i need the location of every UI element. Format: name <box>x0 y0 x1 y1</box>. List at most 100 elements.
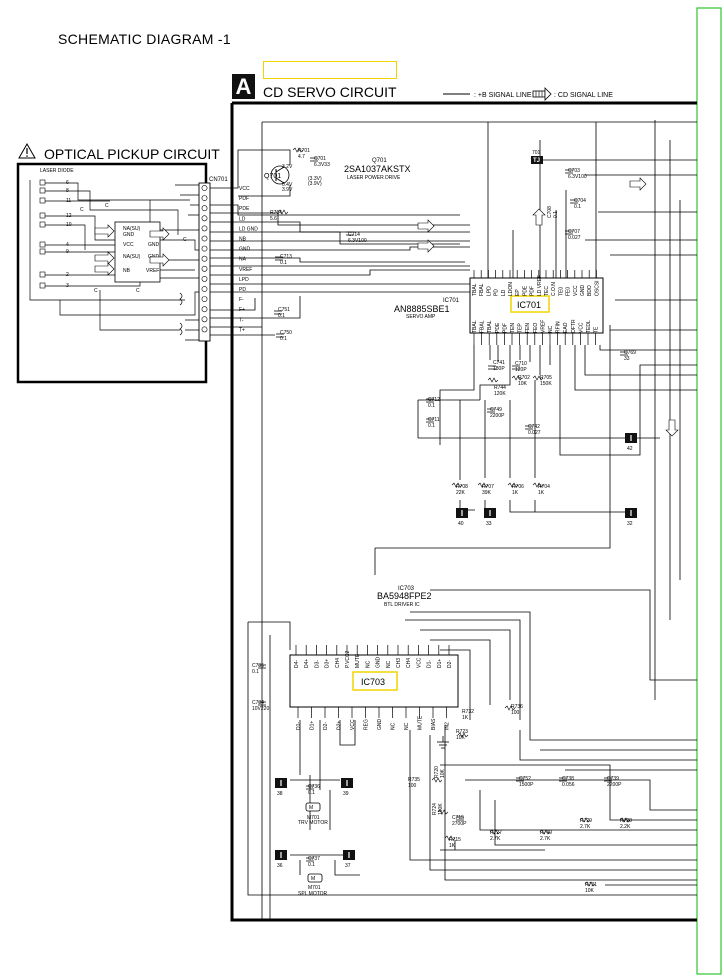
terminal-number: 40 <box>458 521 464 527</box>
connector-label: CN701 <box>209 177 228 183</box>
connector-pin-label: VREF <box>239 267 252 273</box>
component-value: 120P <box>515 367 527 373</box>
connector-pin-label: F- <box>239 297 244 303</box>
transistor-q701: Q701 3.2V 0.4V 3.9V (3.3V) (3.9V) Q701 2… <box>264 158 411 193</box>
ic703-pin-label: D2+ <box>337 721 343 730</box>
ic703-pin-label: IN2 <box>445 722 451 730</box>
q701-ref-2: Q701 <box>372 158 387 164</box>
component-value: 1K <box>462 715 469 721</box>
component-value: 0.1 <box>553 211 559 218</box>
ic701-pin-label: OFTR <box>571 319 577 333</box>
resistor-icon <box>579 817 591 823</box>
resistor-icon <box>444 835 456 841</box>
component-ref: C703 <box>568 168 580 174</box>
ic703-pin-label: GND <box>376 657 382 669</box>
component-ref: R715 <box>449 837 461 843</box>
component-ref: C739 <box>607 776 619 782</box>
resistor-icon <box>532 375 544 381</box>
component-value: 5.6 <box>270 216 277 222</box>
capacitor-icon <box>346 231 354 236</box>
connector-pin-label: T+ <box>239 327 245 333</box>
ic703-body <box>289 654 459 708</box>
connector-pin-label: LD GND <box>239 226 258 232</box>
component-value: 0.1 <box>428 423 435 429</box>
ic703-ref: IC703 <box>398 586 415 592</box>
capacitor-icon <box>276 333 284 338</box>
capacitor-icon <box>565 230 573 235</box>
ic701-pin-label: EP <box>515 289 521 296</box>
component-ref: R764 <box>270 210 282 216</box>
resistor-icon <box>489 829 501 835</box>
ic703-box-label: IC703 <box>361 677 385 687</box>
ic701-pin-label: FBAL <box>480 320 486 333</box>
ic701-pin-label: LD VREF <box>537 275 543 296</box>
ic703-pin-label: D2- <box>323 722 329 730</box>
ic703-pin-label: P.VCC2 <box>345 650 351 668</box>
laser-diode-label: LASER DIODE <box>40 168 74 174</box>
chip-label: VREF <box>146 268 159 274</box>
capacitor-icon <box>310 157 318 162</box>
connector-pin-label: NB <box>239 237 247 243</box>
resistor-icon <box>292 147 304 153</box>
resistor-icon <box>504 705 516 711</box>
highlight-box <box>263 61 397 79</box>
ic701-pin-label: TE0 <box>558 287 564 296</box>
component-ref: R708 <box>456 484 468 490</box>
page-title: SCHEMATIC DIAGRAM -1 <box>58 31 231 47</box>
component-value: 0.027 <box>568 235 581 241</box>
wiring <box>210 120 697 920</box>
component-value: 0.1 <box>280 336 287 342</box>
component-ref: C738 <box>562 776 574 782</box>
ic701-pin-label: VCC <box>573 285 579 296</box>
motor-spl: M M701 SPL MOTOR <box>298 873 328 897</box>
ic701-pin-label: NC <box>548 325 554 333</box>
svg-text:M: M <box>311 876 315 882</box>
connector-pin <box>201 255 208 262</box>
capacitor-icon <box>274 310 282 315</box>
tj-number: 701 <box>532 150 541 156</box>
capacitor-icon <box>275 256 283 261</box>
ic701-pin-label: TEP <box>518 323 524 333</box>
component-ref: R736 <box>511 704 523 710</box>
component-value: 0.056 <box>562 782 575 788</box>
component-value: 100K <box>438 803 444 815</box>
warning-icon <box>18 142 36 159</box>
ic701-pin-label: TEN <box>510 323 516 333</box>
component-value: 6.3V33 <box>314 162 330 168</box>
svg-text:C: C <box>183 237 187 243</box>
q701-part: 2SA1037AKSTX <box>344 164 411 174</box>
component-value: 0.1 <box>280 260 287 266</box>
voltage-label: 3.2V <box>282 164 293 170</box>
terminal-number: 39 <box>343 791 349 797</box>
page-border <box>696 7 722 975</box>
component-value: 100 <box>408 783 417 789</box>
component-value: 10V220 <box>252 706 269 712</box>
voltage-label: (3.3V) <box>308 176 322 182</box>
component-ref: R728 <box>620 818 632 824</box>
capacitor-icon <box>488 365 496 370</box>
test-point-tj: 701 TJ <box>531 150 543 164</box>
legend: : +B SIGNAL LINE : CD SIGNAL LINE <box>443 87 613 101</box>
component-value: 10K <box>456 735 466 741</box>
terminal-number: 32 <box>627 521 633 527</box>
voltage-label: 0.4V <box>282 182 293 188</box>
ic701-pin-label: EAO <box>563 322 569 333</box>
capacitor-icon <box>258 664 266 669</box>
capacitor-icon <box>426 418 434 423</box>
component-ref: C701 <box>314 156 326 162</box>
legend-cd-signal: : CD SIGNAL LINE <box>554 92 613 99</box>
capacitor-icon <box>570 199 578 204</box>
component-ref: R732 <box>462 709 474 715</box>
component-value: 0.1 <box>428 403 435 409</box>
ic703-pin-label: D1+ <box>310 721 316 730</box>
ic703-part: BA5948FPE2 <box>377 591 432 601</box>
resistor-icon <box>511 375 523 381</box>
component-ref: C704 <box>574 198 586 204</box>
spl-motor-label: SPL MOTOR <box>298 891 328 897</box>
component-value: 6.3V100 <box>348 238 367 244</box>
component-ref: R720 <box>434 766 440 778</box>
ic703-pin-label: MUTE <box>418 715 424 730</box>
connector-pin <box>201 316 208 323</box>
resistor-icon <box>619 817 631 823</box>
